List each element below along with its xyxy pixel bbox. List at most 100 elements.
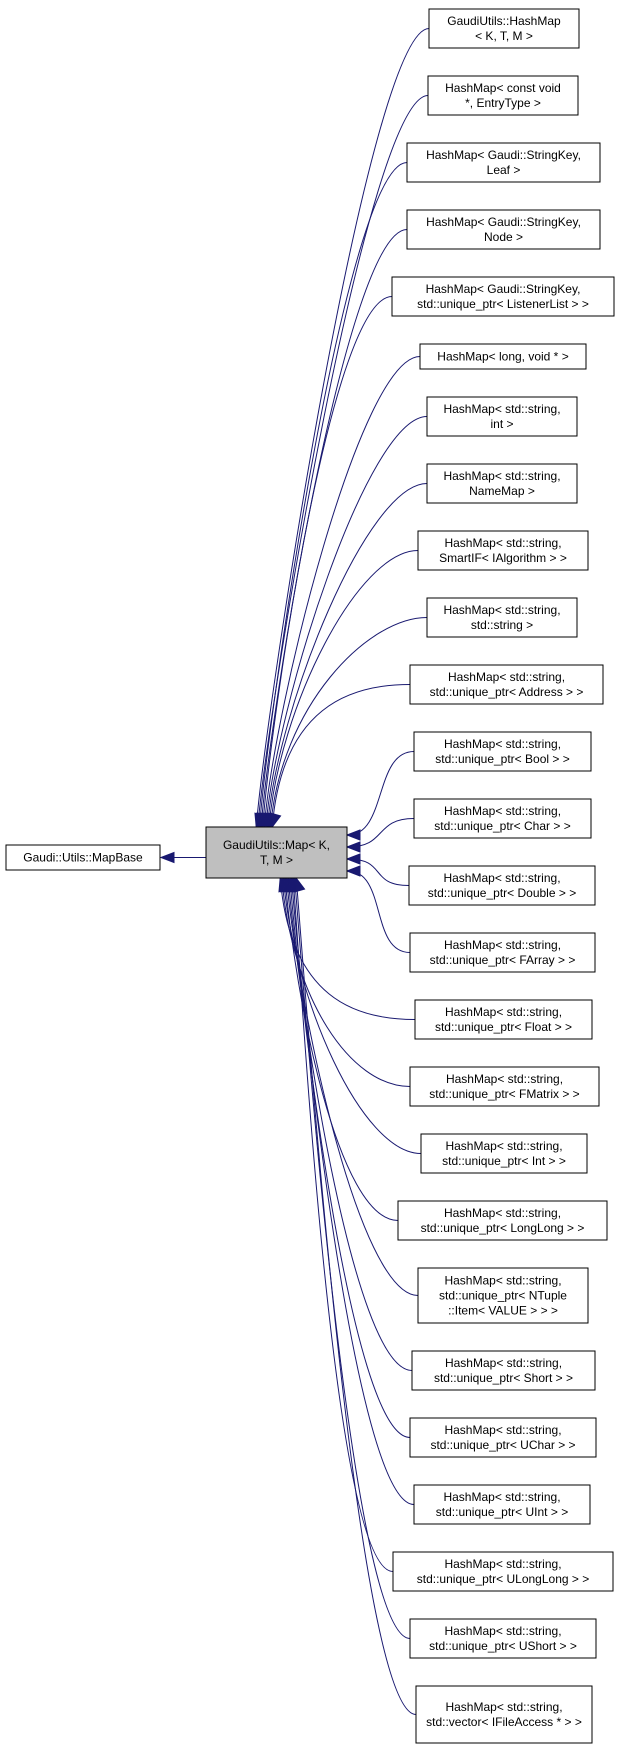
edge-derived-24 (292, 876, 411, 1639)
central-class-node-label-line: GaudiUtils::Map< K, (223, 838, 330, 852)
derived-class-node-box (413, 1484, 591, 1525)
derived-class-node-label-line: std::unique_ptr< UChar > > (430, 1438, 575, 1452)
derived-class-node-label-line: Leaf > (487, 163, 521, 177)
derived-class-node[interactable]: HashMap< std::string,std::unique_ptr< Ch… (413, 798, 592, 839)
derived-class-node[interactable]: HashMap< std::string,std::unique_ptr< FA… (409, 932, 596, 973)
edge-line (295, 877, 417, 1715)
derived-class-node[interactable]: HashMap< std::string,std::unique_ptr< FM… (409, 1066, 600, 1107)
derived-class-node-box (409, 1417, 597, 1458)
edge-line (290, 877, 415, 1505)
edge-line (265, 416, 428, 828)
edge-derived-25 (294, 876, 417, 1715)
arrowhead (345, 865, 361, 877)
derived-class-node-label-line: std::unique_ptr< Char > > (434, 819, 570, 833)
edge-line (263, 356, 421, 828)
derived-class-node[interactable]: HashMap< std::string,NameMap > (426, 463, 578, 504)
derived-class-node-label-line: HashMap< std::string, (444, 737, 561, 751)
derived-class-node-label-line: HashMap< std::string, (443, 1490, 560, 1504)
derived-class-node-label-line: int > (490, 417, 513, 431)
derived-class-node-label-line: GaudiUtils::HashMap (447, 14, 561, 28)
arrowhead (345, 829, 361, 841)
derived-class-node-box (414, 999, 593, 1040)
derived-class-node[interactable]: HashMap< long, void * > (419, 343, 587, 370)
derived-class-node-label-line: std::string > (471, 618, 533, 632)
derived-class-node-label-line: std::unique_ptr< Address > > (430, 685, 584, 699)
edge-derived-18 (283, 876, 399, 1221)
derived-class-node[interactable]: HashMap< Gaudi::StringKey,Leaf > (406, 142, 601, 183)
derived-class-node-label-line: HashMap< const void (445, 81, 561, 95)
derived-class-node[interactable]: GaudiUtils::HashMap< K, T, M > (428, 8, 580, 49)
derived-class-node[interactable]: HashMap< std::string,std::unique_ptr< NT… (417, 1267, 589, 1324)
derived-class-node-box (409, 932, 596, 973)
edge-derived-10 (270, 684, 411, 829)
edge-derived-4 (260, 296, 393, 829)
derived-class-node[interactable]: HashMap< std::string,std::unique_ptr< Lo… (397, 1200, 608, 1241)
derived-class-node-box (419, 343, 587, 370)
arrowhead (345, 853, 361, 865)
derived-class-node[interactable]: HashMap< std::string,std::vector< IFileA… (415, 1685, 593, 1744)
derived-class-node[interactable]: HashMap< std::string,std::unique_ptr< Ad… (409, 664, 604, 705)
derived-class-node[interactable]: HashMap< std::string,int > (426, 396, 578, 437)
derived-class-node[interactable]: HashMap< const void*, EntryType > (427, 75, 579, 116)
base-class-node-box (5, 844, 161, 871)
base-class-node[interactable]: Gaudi::Utils::MapBase (5, 844, 161, 871)
derived-class-node[interactable]: HashMap< std::string,std::string > (426, 597, 578, 638)
derived-class-node[interactable]: HashMap< Gaudi::StringKey,std::unique_pt… (391, 276, 615, 317)
arrowhead (294, 876, 306, 893)
derived-class-node-label-line: HashMap< long, void * > (437, 350, 568, 364)
derived-class-node-label-line: HashMap< std::string, (444, 536, 561, 550)
derived-class-node-label-line: std::unique_ptr< ListenerList > > (417, 297, 589, 311)
derived-class-node[interactable]: HashMap< std::string,std::unique_ptr< UI… (413, 1484, 591, 1525)
edge-line (271, 684, 411, 828)
derived-class-node[interactable]: HashMap< std::string,std::unique_ptr< US… (409, 1618, 597, 1659)
derived-class-node[interactable]: HashMap< std::string,std::unique_ptr< UL… (392, 1551, 614, 1592)
derived-class-node-box (397, 1200, 608, 1241)
derived-class-node-label-line: HashMap< std::string, (444, 1557, 561, 1571)
edges-layer (159, 28, 430, 1715)
derived-class-node-label-line: std::unique_ptr< FArray > > (430, 953, 576, 967)
edge-derived-9 (268, 617, 428, 829)
edge-derived-21 (288, 876, 411, 1438)
derived-class-node-box (411, 1350, 596, 1391)
derived-class-node[interactable]: HashMap< std::string,std::unique_ptr< Bo… (413, 731, 592, 772)
derived-class-node-label-line: HashMap< std::string, (446, 1072, 563, 1086)
edge-line (270, 617, 428, 828)
edge-line (258, 162, 408, 828)
derived-class-node[interactable]: HashMap< std::string,std::unique_ptr< In… (420, 1133, 588, 1174)
derived-class-node-box (408, 865, 596, 906)
derived-class-node-box (417, 1267, 589, 1324)
edge-central-to-base (159, 851, 206, 864)
central-class-node[interactable]: GaudiUtils::Map< K,T, M > (205, 826, 348, 879)
edge-line (287, 877, 413, 1371)
derived-class-node-label-line: std::unique_ptr< FMatrix > > (429, 1087, 579, 1101)
derived-class-node[interactable]: HashMap< std::string,std::unique_ptr< Fl… (414, 999, 593, 1040)
central-class-node-label-line: T, M > (260, 853, 293, 867)
derived-class-node-box (409, 1618, 597, 1659)
derived-class-node-label-line: std::vector< IFileAccess * > > (426, 1715, 582, 1729)
derived-class-node-label-line: HashMap< std::string, (445, 1139, 562, 1153)
derived-class-node-label-line: std::unique_ptr< Short > > (434, 1371, 573, 1385)
derived-class-node-label-line: ::Item< VALUE > > > (448, 1304, 558, 1318)
edge-line (257, 95, 429, 828)
derived-class-node-label-line: std::unique_ptr< Double > > (428, 886, 576, 900)
derived-class-node[interactable]: HashMap< std::string,std::unique_ptr< Do… (408, 865, 596, 906)
derived-class-node[interactable]: HashMap< std::string,std::unique_ptr< UC… (409, 1417, 597, 1458)
edge-line (279, 877, 416, 1020)
derived-class-node-label-line: HashMap< Gaudi::StringKey, (426, 282, 581, 296)
derived-class-node[interactable]: HashMap< std::string,std::unique_ptr< Sh… (411, 1350, 596, 1391)
derived-class-node-label-line: Node > (484, 230, 523, 244)
derived-class-node-box (406, 142, 601, 183)
derived-class-node-box (409, 1066, 600, 1107)
derived-class-node-label-line: std::unique_ptr< UInt > > (436, 1505, 568, 1519)
edge-derived-5 (262, 356, 421, 829)
edge-derived-2 (257, 162, 408, 829)
derived-class-node[interactable]: HashMap< std::string,SmartIF< IAlgorithm… (417, 530, 589, 571)
derived-class-node-box (409, 664, 604, 705)
edge-line (347, 751, 415, 836)
edge-derived-0 (254, 28, 430, 829)
derived-class-node-box (426, 396, 578, 437)
derived-class-node-box (413, 731, 592, 772)
derived-class-node-label-line: std::unique_ptr< UShort > > (429, 1639, 577, 1653)
derived-class-node[interactable]: HashMap< Gaudi::StringKey,Node > (406, 209, 601, 250)
